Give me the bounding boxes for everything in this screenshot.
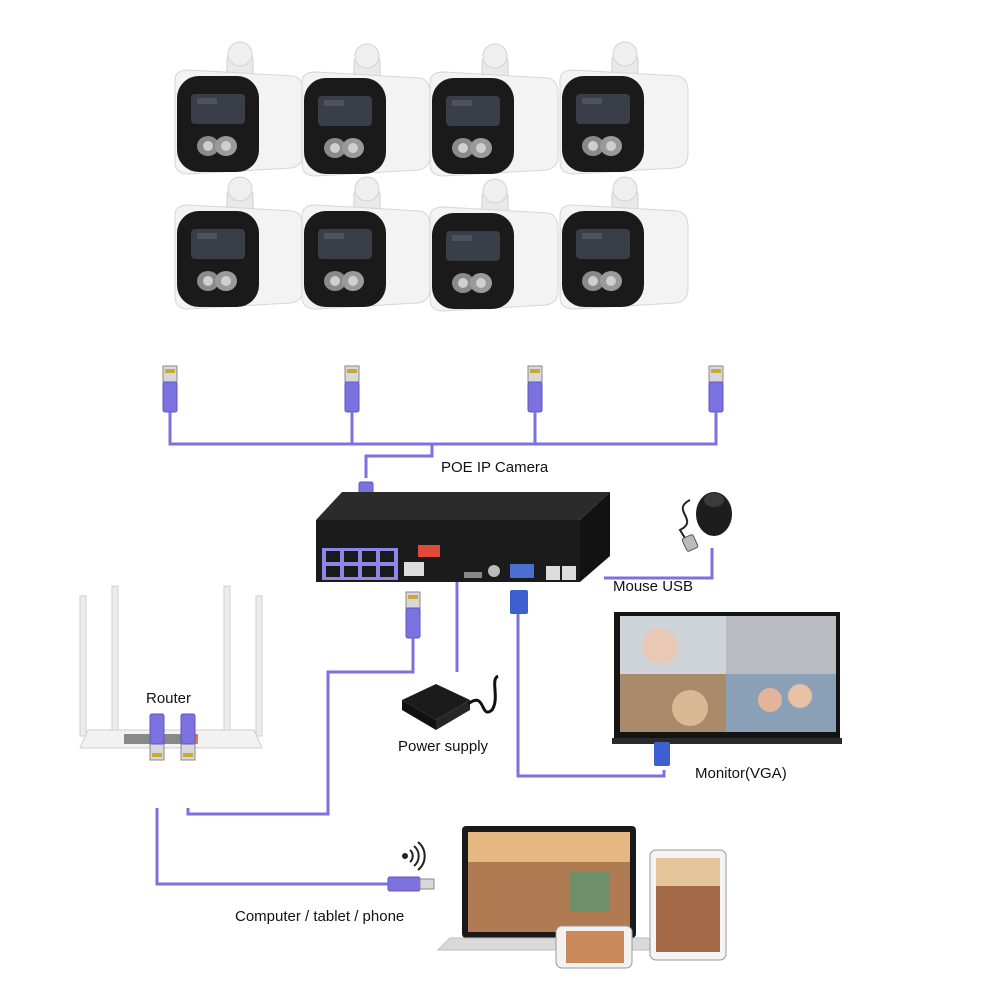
ethernet-plug-icon (162, 365, 178, 413)
camera-icon (429, 43, 559, 177)
monitor-label: Monitor(VGA) (695, 765, 787, 782)
mouse-icon (604, 492, 732, 580)
camera-row-bottom (174, 176, 689, 312)
ethernet-plug-icon (180, 713, 196, 761)
router-nvr-cable (149, 591, 435, 892)
phone-icon (555, 925, 633, 969)
camera-cables (162, 365, 724, 529)
wifi-icon (402, 841, 426, 871)
ethernet-plug-icon (149, 713, 165, 761)
ethernet-plug-icon (527, 365, 543, 413)
camera-icon (301, 176, 431, 310)
vga-plug-icon (510, 590, 528, 614)
camera-icon (174, 176, 304, 310)
router-label: Router (146, 690, 192, 707)
nvr-icon (316, 492, 610, 582)
power-supply-label: Power supply (398, 738, 489, 755)
power-adapter-icon (402, 582, 500, 730)
ethernet-plug-icon (405, 591, 421, 639)
tablet-icon (649, 849, 727, 961)
camera-icon (559, 41, 689, 175)
monitor-icon (510, 590, 842, 778)
camera-icon (301, 43, 431, 177)
router-icon (79, 585, 263, 749)
poe-camera-label: POE IP Camera (441, 459, 549, 476)
mouse-usb-label: Mouse USB (613, 578, 694, 595)
laptop-icon (436, 826, 662, 951)
ethernet-plug-icon (344, 365, 360, 413)
ethernet-plug-icon (387, 876, 421, 892)
camera-icon (429, 178, 559, 312)
camera-icon (174, 41, 304, 175)
camera-row-top (174, 41, 689, 177)
ethernet-plug-icon (708, 365, 724, 413)
camera-icon (559, 176, 689, 310)
clients-label: Computer / tablet / phone (235, 908, 405, 925)
